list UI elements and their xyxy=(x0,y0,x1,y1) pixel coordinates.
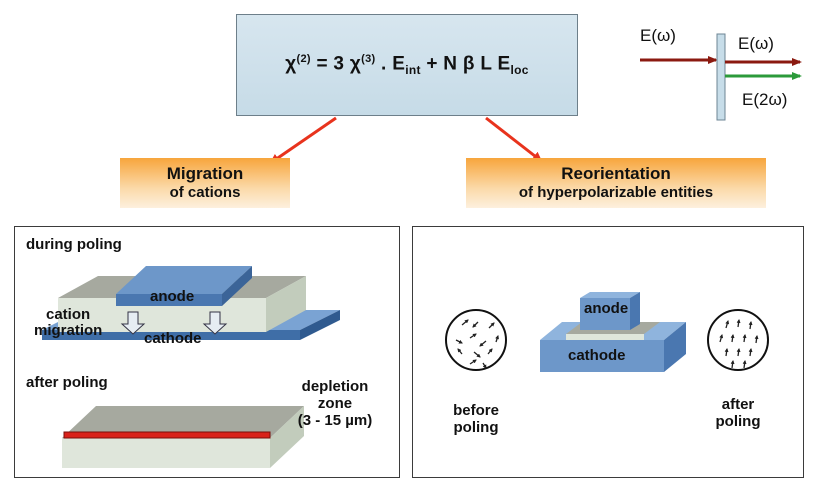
diagram-graphics xyxy=(42,33,802,468)
after-poling-line2: poling xyxy=(715,413,761,430)
depletion-layer xyxy=(63,431,271,439)
migration-header-subtitle: of cations xyxy=(169,184,241,201)
cation-migration-arrow-right xyxy=(202,311,228,335)
anode-label: anode xyxy=(150,288,195,305)
formula-box: χ(2) = 3 χ(3) . Eint + N β L Eloc xyxy=(236,14,578,116)
after-poling-right-label: after poling xyxy=(702,396,774,430)
anode-side xyxy=(222,266,252,306)
after-poling-label: after poling xyxy=(26,374,108,391)
cation-label: cation xyxy=(46,306,91,323)
migration-header-title: Migration xyxy=(166,164,244,183)
after-poling-slab xyxy=(62,406,304,468)
depletion-zone-label: depletion zone (3 - 15 µm) xyxy=(290,378,380,429)
arrow-to-reorientation xyxy=(485,116,543,162)
cathode-slab-front xyxy=(42,330,300,340)
right-glass-front xyxy=(566,334,644,340)
before-poling-line2: poling xyxy=(453,419,499,436)
shg-output-label-1: E(ω) xyxy=(738,34,774,53)
right-cathode-front xyxy=(540,340,664,372)
after-slab-side xyxy=(270,406,304,468)
arrow-to-migration xyxy=(269,116,337,164)
shg-output-label-2: E(2ω) xyxy=(742,90,788,109)
depletion-label-line3: (3 - 15 µm) xyxy=(297,412,373,429)
right-cathode-side xyxy=(664,322,686,372)
after-slab-top xyxy=(62,406,304,438)
right-cathode-label: cathode xyxy=(568,347,626,364)
right-electrode-stack xyxy=(540,292,686,372)
depletion-label-line1: depletion xyxy=(301,378,369,395)
before-poling-label: before poling xyxy=(440,402,512,436)
after-slab-front xyxy=(62,438,270,468)
anode-front xyxy=(116,294,222,306)
reorientation-header-subtitle: of hyperpolarizable entities xyxy=(518,184,714,201)
shg-inset xyxy=(640,33,802,121)
migration-label: migration xyxy=(34,322,103,339)
migration-panel xyxy=(14,226,400,478)
anode-top xyxy=(116,266,252,294)
right-anode-label: anode xyxy=(584,300,629,317)
during-poling-stack xyxy=(42,266,340,340)
after-poling-dipoles xyxy=(719,319,759,369)
migration-header: Migration of cations xyxy=(120,158,290,208)
cation-migration-arrow-left xyxy=(120,311,146,335)
before-poling-line1: before xyxy=(453,402,499,419)
formula: χ(2) = 3 χ(3) . Eint + N β L Eloc xyxy=(285,52,529,78)
shg-input-label: E(ω) xyxy=(640,26,676,45)
right-anode-front xyxy=(580,298,630,330)
reorientation-header-title: Reorientation xyxy=(561,164,671,183)
before-poling-dipoles xyxy=(455,319,499,369)
glass-slab-side xyxy=(266,276,306,332)
cathode-slab-side xyxy=(300,310,340,340)
after-poling-circle xyxy=(707,309,769,371)
reorientation-header: Reorientation of hyperpolarizable entiti… xyxy=(466,158,766,208)
right-anode-side xyxy=(630,292,640,330)
cathode-label: cathode xyxy=(144,330,202,347)
shg-crystal-plate xyxy=(716,33,726,121)
depletion-label-line2: zone xyxy=(317,395,353,412)
during-poling-label: during poling xyxy=(26,236,122,253)
after-poling-line1: after xyxy=(721,396,755,413)
right-anode-top xyxy=(580,292,640,298)
